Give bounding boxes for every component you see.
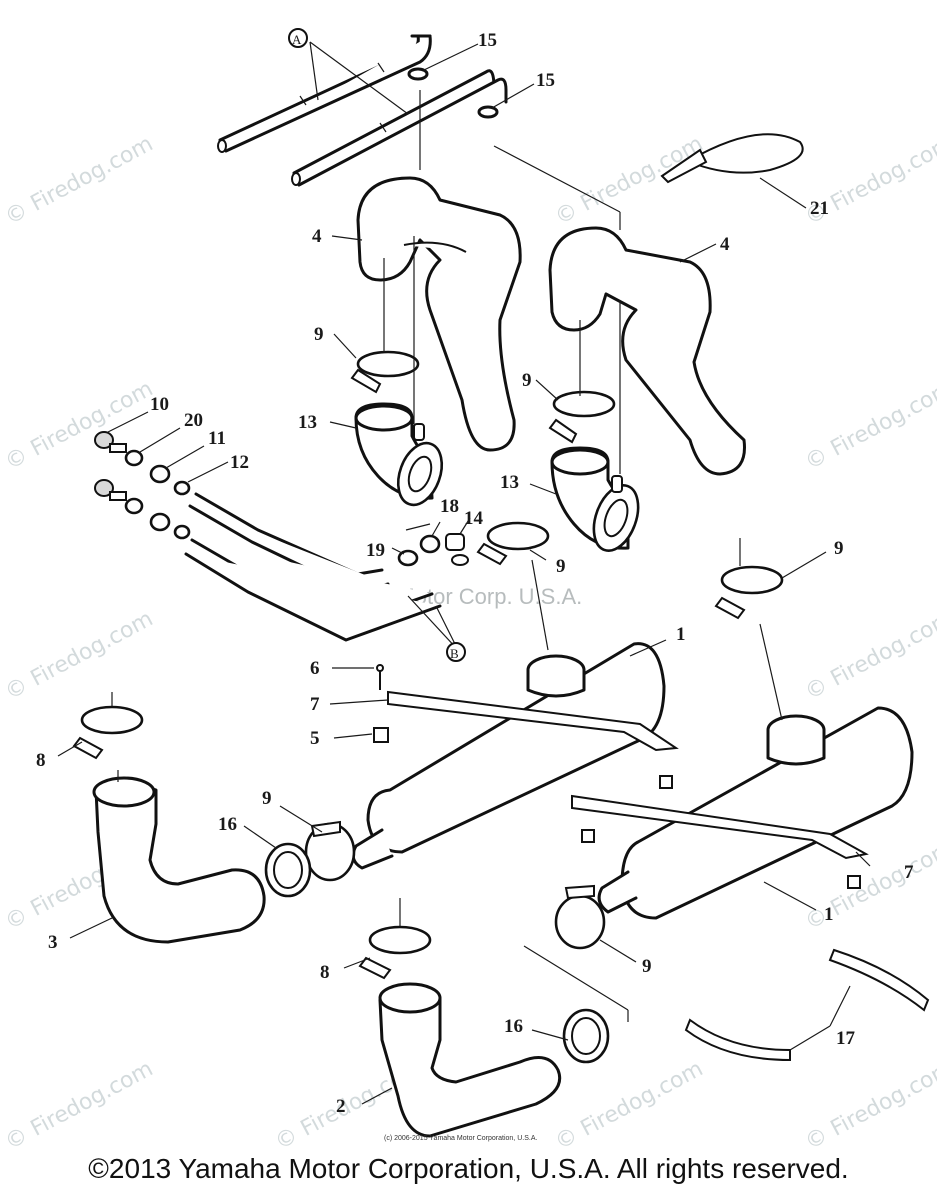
callout-18: 18 bbox=[440, 496, 459, 517]
hose-a-upper bbox=[217, 34, 432, 153]
watermark: © Firedog.com bbox=[801, 836, 937, 935]
clips-lower bbox=[581, 775, 861, 889]
callout-10: 10 bbox=[150, 394, 169, 415]
strap-7-upper bbox=[387, 690, 679, 752]
callout-6: 6 bbox=[310, 658, 320, 679]
nut-11-upper bbox=[149, 464, 171, 484]
bolt-10-lower bbox=[94, 479, 127, 501]
leader-lines bbox=[57, 41, 871, 1105]
exhaust-joint-4-left bbox=[356, 176, 522, 452]
band-clamp-9-right bbox=[714, 565, 784, 620]
watermark: © Firedog.com bbox=[1, 131, 157, 230]
callout-9: 9 bbox=[642, 956, 652, 977]
band-clamp-9-center bbox=[304, 820, 356, 882]
callout-16: 16 bbox=[218, 814, 237, 835]
callout-1: 1 bbox=[676, 624, 686, 645]
callout-8: 8 bbox=[36, 750, 46, 771]
hose-clamp-15-left bbox=[407, 67, 429, 81]
callout-13: 13 bbox=[500, 472, 519, 493]
clip-12-lower bbox=[173, 524, 191, 540]
callout-4: 4 bbox=[720, 234, 730, 255]
exhaust-pipe-2 bbox=[378, 982, 562, 1138]
nipple-14 bbox=[445, 533, 469, 566]
copyright-notice: ©2013 Yamaha Motor Corporation, U.S.A. A… bbox=[88, 1153, 849, 1184]
callout-11: 11 bbox=[208, 428, 226, 449]
callout-3: 3 bbox=[48, 932, 58, 953]
hose-a-lower bbox=[291, 69, 508, 187]
watermark: © Firedog.com bbox=[551, 1056, 707, 1155]
muffler-1-upper bbox=[351, 642, 666, 870]
elbow-13-left bbox=[354, 402, 444, 507]
screw-6 bbox=[376, 664, 384, 690]
callout-9: 9 bbox=[262, 788, 272, 809]
reference-b: B bbox=[450, 646, 459, 661]
small-credit-line: (c) 2006-2015 Yamaha Motor Corporation, … bbox=[384, 1135, 537, 1142]
callout-15: 15 bbox=[536, 70, 555, 91]
watermark: © Firedog.com bbox=[801, 1056, 937, 1155]
bolt-10-upper bbox=[94, 431, 127, 453]
watermark: © Firedog.com bbox=[801, 376, 937, 475]
band-clamp-8-lower bbox=[358, 925, 432, 980]
band-clamp-8-upper bbox=[72, 705, 144, 760]
watermark: © Firedog.com bbox=[1, 1056, 157, 1155]
gasket-18 bbox=[419, 534, 441, 554]
protector-17-lower bbox=[684, 1018, 791, 1062]
callout-15: 15 bbox=[478, 30, 497, 51]
callout-7: 7 bbox=[904, 862, 914, 883]
washer-19 bbox=[397, 549, 419, 567]
seal-ring-16-upper bbox=[264, 842, 312, 898]
band-clamp-9-mid-right bbox=[548, 390, 616, 444]
protector-17-upper bbox=[828, 948, 930, 1012]
callout-2: 2 bbox=[336, 1096, 346, 1117]
callout-13: 13 bbox=[298, 412, 317, 433]
callout-9: 9 bbox=[314, 324, 324, 345]
callout-20: 20 bbox=[184, 410, 203, 431]
callout-14: 14 bbox=[464, 508, 484, 529]
callout-8: 8 bbox=[320, 962, 330, 983]
callout-4: 4 bbox=[312, 226, 322, 247]
watermark: © Firedog.com bbox=[801, 606, 937, 705]
callout-labels: A B 15 15 21 4 4 9 9 10 20 11 12 13 13 1… bbox=[36, 28, 914, 1117]
watermark: © Firedog.com bbox=[1, 606, 157, 705]
clip-12-upper bbox=[173, 480, 191, 496]
washer-20-lower bbox=[124, 497, 144, 515]
nut-11-lower bbox=[149, 512, 171, 532]
callout-9: 9 bbox=[522, 370, 532, 391]
callout-21: 21 bbox=[810, 198, 829, 219]
watermark: © Firedog.com bbox=[551, 131, 707, 230]
callout-16: 16 bbox=[504, 1016, 523, 1037]
callout-9: 9 bbox=[834, 538, 844, 559]
elbow-13-right bbox=[550, 446, 640, 552]
band-clamp-9-lower bbox=[554, 884, 606, 950]
callout-19: 19 bbox=[366, 540, 385, 561]
band-clamp-9-small bbox=[476, 521, 550, 566]
washer-20-upper bbox=[124, 449, 144, 467]
seal-ring-16-lower bbox=[562, 1008, 610, 1064]
reference-marker-a bbox=[288, 28, 308, 48]
callout-7: 7 bbox=[310, 694, 320, 715]
callout-9: 9 bbox=[556, 556, 566, 577]
callout-17: 17 bbox=[836, 1028, 856, 1049]
reference-marker-b bbox=[446, 642, 466, 662]
callout-12: 12 bbox=[230, 452, 249, 473]
band-clamp-9-upper-left bbox=[350, 350, 420, 394]
strap-7-lower bbox=[571, 794, 869, 860]
reference-a: A bbox=[292, 32, 302, 47]
callout-5: 5 bbox=[310, 728, 320, 749]
muffler-1-lower bbox=[597, 706, 914, 920]
hose-clamp-15-right bbox=[477, 105, 499, 119]
callout-1: 1 bbox=[824, 904, 834, 925]
hose-b-lower bbox=[184, 538, 442, 642]
cable-tie-21 bbox=[660, 133, 804, 184]
exhaust-joint-4-right bbox=[548, 226, 746, 476]
exhaust-pipe-3 bbox=[92, 776, 266, 944]
clip-5 bbox=[373, 727, 389, 743]
